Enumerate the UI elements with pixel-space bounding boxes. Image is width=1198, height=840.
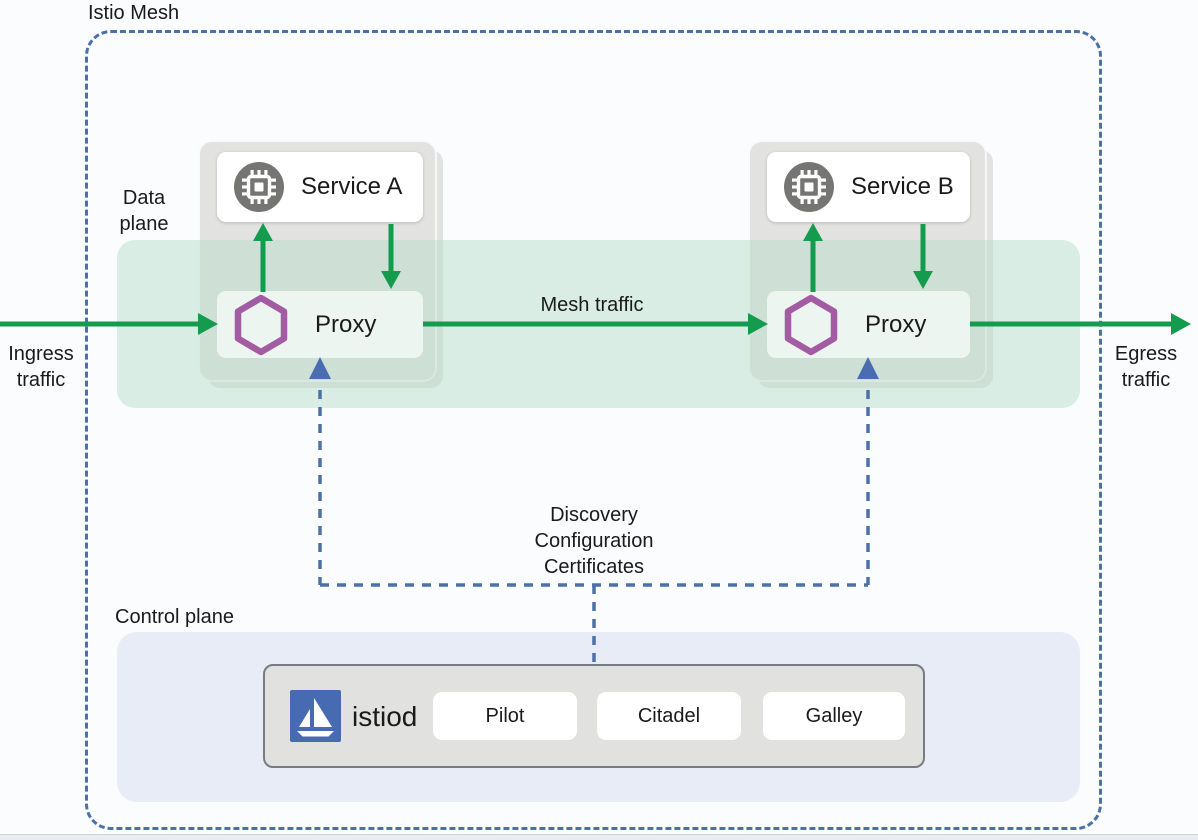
proxy-a-box: Proxy [217,291,423,358]
proxy-b-label: Proxy [865,310,927,338]
proxy-b-box: Proxy [767,291,970,358]
service-b-box: Service B [767,152,970,222]
component-pilot: Pilot [433,692,577,740]
istiod-label: istiod [352,701,418,732]
mesh-traffic-label: Mesh traffic [540,294,644,316]
data-plane-label: Data plane [119,187,169,235]
hexagon-icon [234,294,288,355]
ingress-traffic-label: Ingress traffic [8,343,74,391]
control-plane-label: Control plane [115,606,234,628]
hexagon-icon [784,294,838,355]
chip-icon [234,162,284,212]
egress-traffic-label: Egress traffic [1114,343,1178,391]
istio-logo-icon [290,690,341,742]
proxy-a-label: Proxy [315,310,377,338]
control-channel-label: Discovery Configuration Certificates [534,504,654,578]
service-a-box: Service A [217,152,423,222]
egress-arrowhead [1171,313,1191,335]
mesh-title: Istio Mesh [88,2,180,24]
istio-mesh-boundary [85,30,1102,830]
chip-icon [784,162,834,212]
component-galley: Galley [763,692,905,740]
component-citadel: Citadel [597,692,741,740]
viewport-bottom-edge [0,834,1198,840]
service-b-label: Service B [851,173,954,200]
service-a-label: Service A [301,173,403,200]
